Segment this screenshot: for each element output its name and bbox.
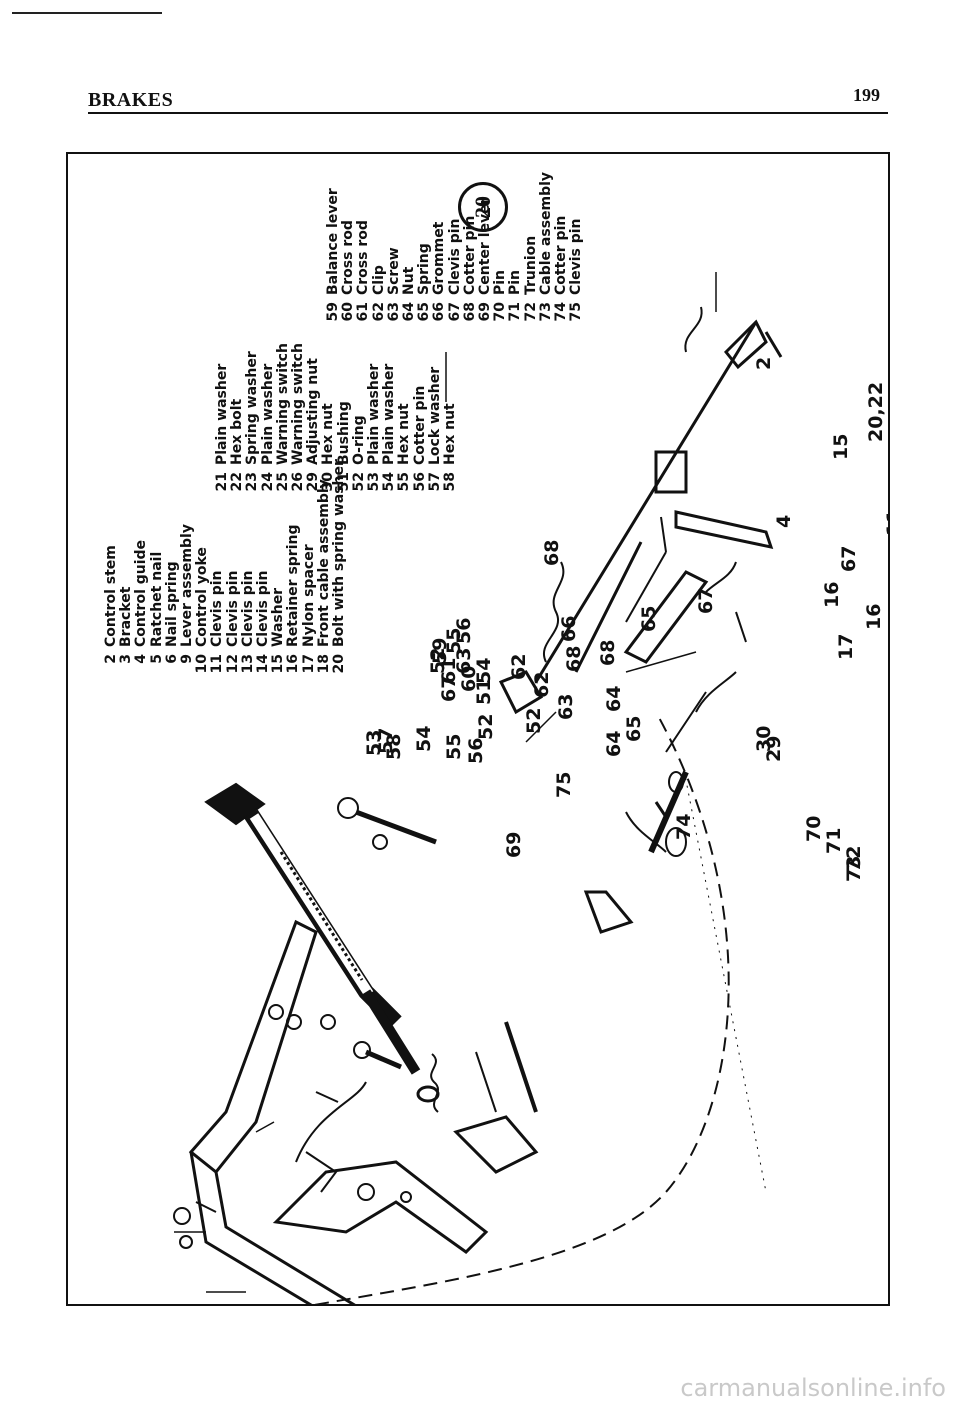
part-number-label: 75 [553,772,575,798]
part-number-label: 29 [763,736,785,762]
part-number-label: 52 [475,714,497,740]
figure-frame [66,152,890,1306]
section-title: BRAKES [88,89,174,111]
part-number-label: 16 [863,604,885,630]
part-number-label: 65 [638,606,660,632]
part-number-label: 74 [673,814,695,840]
part-number-label: 52 [523,708,545,734]
top-crop-line [12,12,162,14]
parking-brake-diagram: 234567891011111213,141515151516161616171… [173,272,890,1306]
part-number-label: 52 [427,648,449,674]
part-number-label: 65 [623,716,645,742]
part-number-label: 53 [363,730,385,756]
part-number-label: 63 [555,694,577,720]
part-number-label: 20,22 [865,382,887,442]
part-number-label: 73 [843,856,865,882]
part-number-label: 51 [473,679,495,705]
part-number-label: 55 [443,628,465,654]
part-number-label: 61 [438,658,460,684]
page-number: 199 [853,85,880,105]
part-number-label: 60 [458,666,480,692]
part-number-label: 59 [429,638,451,664]
cable-end-drawing [583,769,767,1193]
part-number-label: 62 [531,672,553,698]
part-number-label: 11 [883,510,890,536]
part-number-label: 68 [563,646,585,672]
part-number-label: 15 [830,434,852,460]
part-number-label: 68 [541,540,563,566]
cross-rod-drawing [498,306,783,753]
part-number-label: 30 [753,726,775,752]
part-number-label: 67 [438,676,460,702]
part-number-label: 2 [753,357,775,370]
part-number-label: 63 [453,648,475,674]
part-number-label: 17 [835,634,857,660]
part-number-label: 54 [473,658,495,684]
part-number-label: 66 [558,616,580,642]
part-number-label: 4 [773,515,795,528]
part-number-label: 67 [838,546,860,572]
lever-assembly-drawing [272,1081,489,1254]
part-number-label: 56 [453,618,475,644]
watermark: carmanualsonline.info [680,1374,946,1402]
header-rule [88,112,888,114]
part-number-label: 71 [823,828,845,854]
part-number-label: 57 [375,728,397,754]
part-number-label: 54 [413,726,435,752]
part-number-label: 69 [503,832,525,858]
leader-lines [174,272,717,1293]
control-stem-drawing [204,782,440,1103]
bracket-drawing [188,919,360,1306]
part-number-label: 56 [465,738,487,764]
pins-left-drawing [173,797,437,1249]
page-header: BRAKES 199 [88,85,888,115]
part-number-label: 16 [821,582,843,608]
part-number-label: 64 [603,686,625,712]
part-number-label: 72 [843,846,865,872]
figure-number-badge: 20 [458,182,508,232]
part-number-label: 55 [443,734,465,760]
part-number-label: 68 [597,640,619,666]
part-number-label: 67 [695,588,717,614]
control-yoke-drawing [430,1021,539,1174]
part-number-label: 62 [508,654,530,680]
part-number-label: 64 [603,731,625,757]
part-number-label: 70 [803,816,825,842]
part-number-label: 58 [383,734,405,760]
